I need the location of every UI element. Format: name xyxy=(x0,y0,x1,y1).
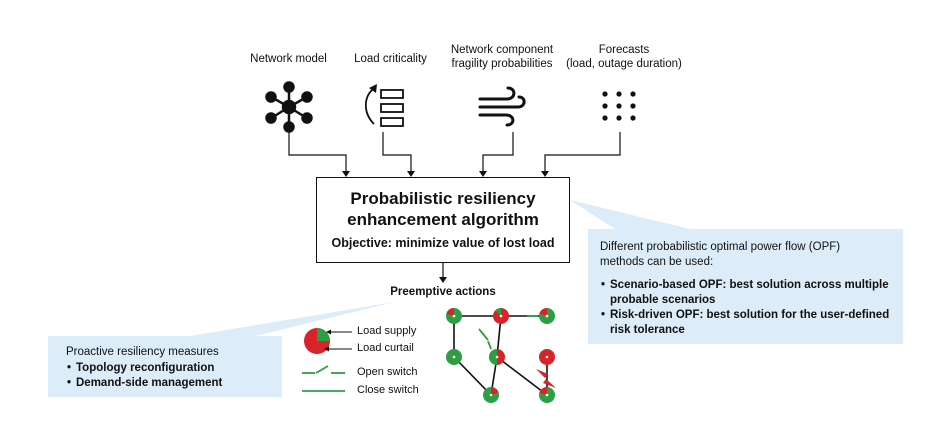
fragility-label-line1: Network component xyxy=(450,44,554,56)
algorithm-title-line1: Probabilistic resiliency xyxy=(350,189,536,208)
fragility-label-line2: fragility probabilities xyxy=(451,58,553,70)
wind-icon xyxy=(478,86,526,127)
opf-item-scenario: Scenario-based OPF: best solution across… xyxy=(601,278,891,308)
network-switches xyxy=(478,315,538,350)
legend-pie-icon xyxy=(304,328,330,354)
network-hub-icon xyxy=(265,81,313,133)
legend-load-supply: Load supply xyxy=(357,325,417,337)
proactive-heading: Proactive resiliency measures xyxy=(66,346,219,358)
algorithm-box: Probabilistic resiliency enhancement alg… xyxy=(316,177,570,263)
input-label-load-criticality: Load criticality xyxy=(354,53,427,65)
opf-callout-pointer xyxy=(570,200,690,229)
forecasts-label-line2: (load, outage duration) xyxy=(566,58,682,70)
algorithm-title-line2: enhancement algorithm xyxy=(347,210,539,229)
forecasts-label-line1: Forecasts xyxy=(598,44,650,56)
algorithm-objective: Objective: minimize value of lost load xyxy=(331,236,555,250)
proactive-callout-pointer xyxy=(190,302,395,336)
input-connectors xyxy=(288,132,621,278)
open-switch-legend-icon xyxy=(302,365,345,374)
input-label-forecasts: Forecasts (load, outage duration) xyxy=(556,43,692,71)
arrow-heads xyxy=(342,171,549,283)
preemptive-actions-label: Preemptive actions xyxy=(390,286,496,298)
input-label-fragility: Network component fragility probabilitie… xyxy=(437,43,567,71)
proactive-item-topology: Topology reconfiguration xyxy=(67,361,264,376)
input-label-network-model: Network model xyxy=(250,53,327,65)
node-white-dots xyxy=(452,314,549,397)
legend-close-switch: Close switch xyxy=(357,384,419,396)
opf-intro-line1: Different probabilistic optimal power fl… xyxy=(600,241,841,253)
legend-open-switch: Open switch xyxy=(357,366,418,378)
algorithm-title: Probabilistic resiliency enhancement alg… xyxy=(317,188,569,230)
priority-list-icon xyxy=(364,84,404,127)
proactive-item-demand: Demand-side management xyxy=(67,376,264,391)
dot-grid-icon xyxy=(602,91,636,121)
opf-methods-callout: Different probabilistic optimal power fl… xyxy=(588,229,903,344)
opf-intro-line2: methods can be used: xyxy=(600,256,714,268)
opf-item-risk: Risk-driven OPF: best solution for the u… xyxy=(601,308,891,338)
proactive-measures-callout: Proactive resiliency measures Topology r… xyxy=(48,336,282,397)
legend-load-curtail: Load curtail xyxy=(357,342,414,354)
lightning-bolt-icon xyxy=(536,369,556,388)
